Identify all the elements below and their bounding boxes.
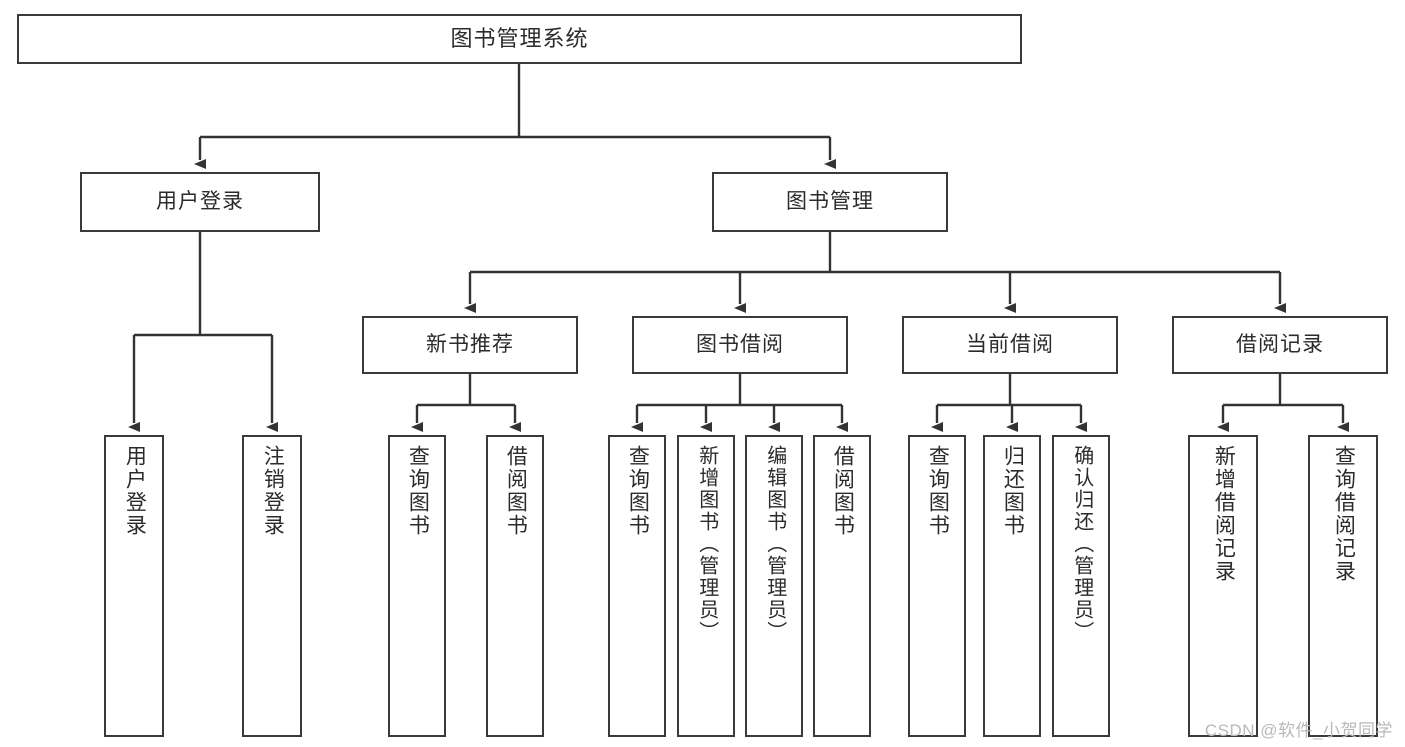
node-leaf-add-book-label: 新增图书（管理员） bbox=[695, 445, 718, 643]
node-leaf-query-record-label: 查询借阅记录 bbox=[1332, 445, 1356, 583]
node-leaf-edit-book-label: 编辑图书（管理员） bbox=[763, 445, 786, 643]
node-borrow-record-label: 借阅记录 bbox=[1236, 332, 1324, 356]
node-book-borrow[interactable]: 图书借阅 bbox=[632, 316, 848, 374]
node-borrow-record[interactable]: 借阅记录 bbox=[1172, 316, 1388, 374]
node-user-login-label: 用户登录 bbox=[156, 189, 244, 213]
node-book-manage-label: 图书管理 bbox=[786, 189, 874, 213]
node-leaf-add-record[interactable]: 新增借阅记录 bbox=[1188, 435, 1258, 737]
node-leaf-add-book[interactable]: 新增图书（管理员） bbox=[677, 435, 735, 737]
node-new-book-recommend-label: 新书推荐 bbox=[426, 332, 514, 356]
node-leaf-query-book-3[interactable]: 查询图书 bbox=[908, 435, 966, 737]
csdn-watermark: CSDN @软件_小贺同学 bbox=[1204, 721, 1393, 740]
node-leaf-borrow-book-2-label: 借阅图书 bbox=[831, 445, 855, 537]
node-leaf-user-login[interactable]: 用户登录 bbox=[104, 435, 164, 737]
node-root[interactable]: 图书管理系统 bbox=[17, 14, 1022, 64]
node-leaf-confirm-return[interactable]: 确认归还（管理员） bbox=[1052, 435, 1110, 737]
node-leaf-return-book[interactable]: 归还图书 bbox=[983, 435, 1041, 737]
node-leaf-user-login-label: 用户登录 bbox=[123, 445, 147, 537]
node-leaf-borrow-book-2[interactable]: 借阅图书 bbox=[813, 435, 871, 737]
node-leaf-logout-label: 注销登录 bbox=[261, 445, 285, 537]
node-leaf-query-book-2-label: 查询图书 bbox=[626, 445, 650, 537]
node-leaf-confirm-return-label: 确认归还（管理员） bbox=[1070, 445, 1093, 643]
node-book-manage[interactable]: 图书管理 bbox=[712, 172, 948, 232]
node-new-book-recommend[interactable]: 新书推荐 bbox=[362, 316, 578, 374]
node-leaf-query-book-1[interactable]: 查询图书 bbox=[388, 435, 446, 737]
node-leaf-query-record[interactable]: 查询借阅记录 bbox=[1308, 435, 1378, 737]
node-leaf-logout[interactable]: 注销登录 bbox=[242, 435, 302, 737]
node-root-label: 图书管理系统 bbox=[450, 26, 589, 52]
node-user-login[interactable]: 用户登录 bbox=[80, 172, 320, 232]
node-current-borrow-label: 当前借阅 bbox=[966, 332, 1054, 356]
node-leaf-query-book-3-label: 查询图书 bbox=[926, 445, 950, 537]
node-leaf-edit-book[interactable]: 编辑图书（管理员） bbox=[745, 435, 803, 737]
node-leaf-add-record-label: 新增借阅记录 bbox=[1212, 445, 1236, 583]
node-leaf-borrow-book-1[interactable]: 借阅图书 bbox=[486, 435, 544, 737]
node-leaf-borrow-book-1-label: 借阅图书 bbox=[504, 445, 528, 537]
node-leaf-return-book-label: 归还图书 bbox=[1001, 445, 1025, 537]
node-current-borrow[interactable]: 当前借阅 bbox=[902, 316, 1118, 374]
node-leaf-query-book-2[interactable]: 查询图书 bbox=[608, 435, 666, 737]
node-leaf-query-book-1-label: 查询图书 bbox=[406, 445, 430, 537]
node-book-borrow-label: 图书借阅 bbox=[696, 332, 784, 356]
